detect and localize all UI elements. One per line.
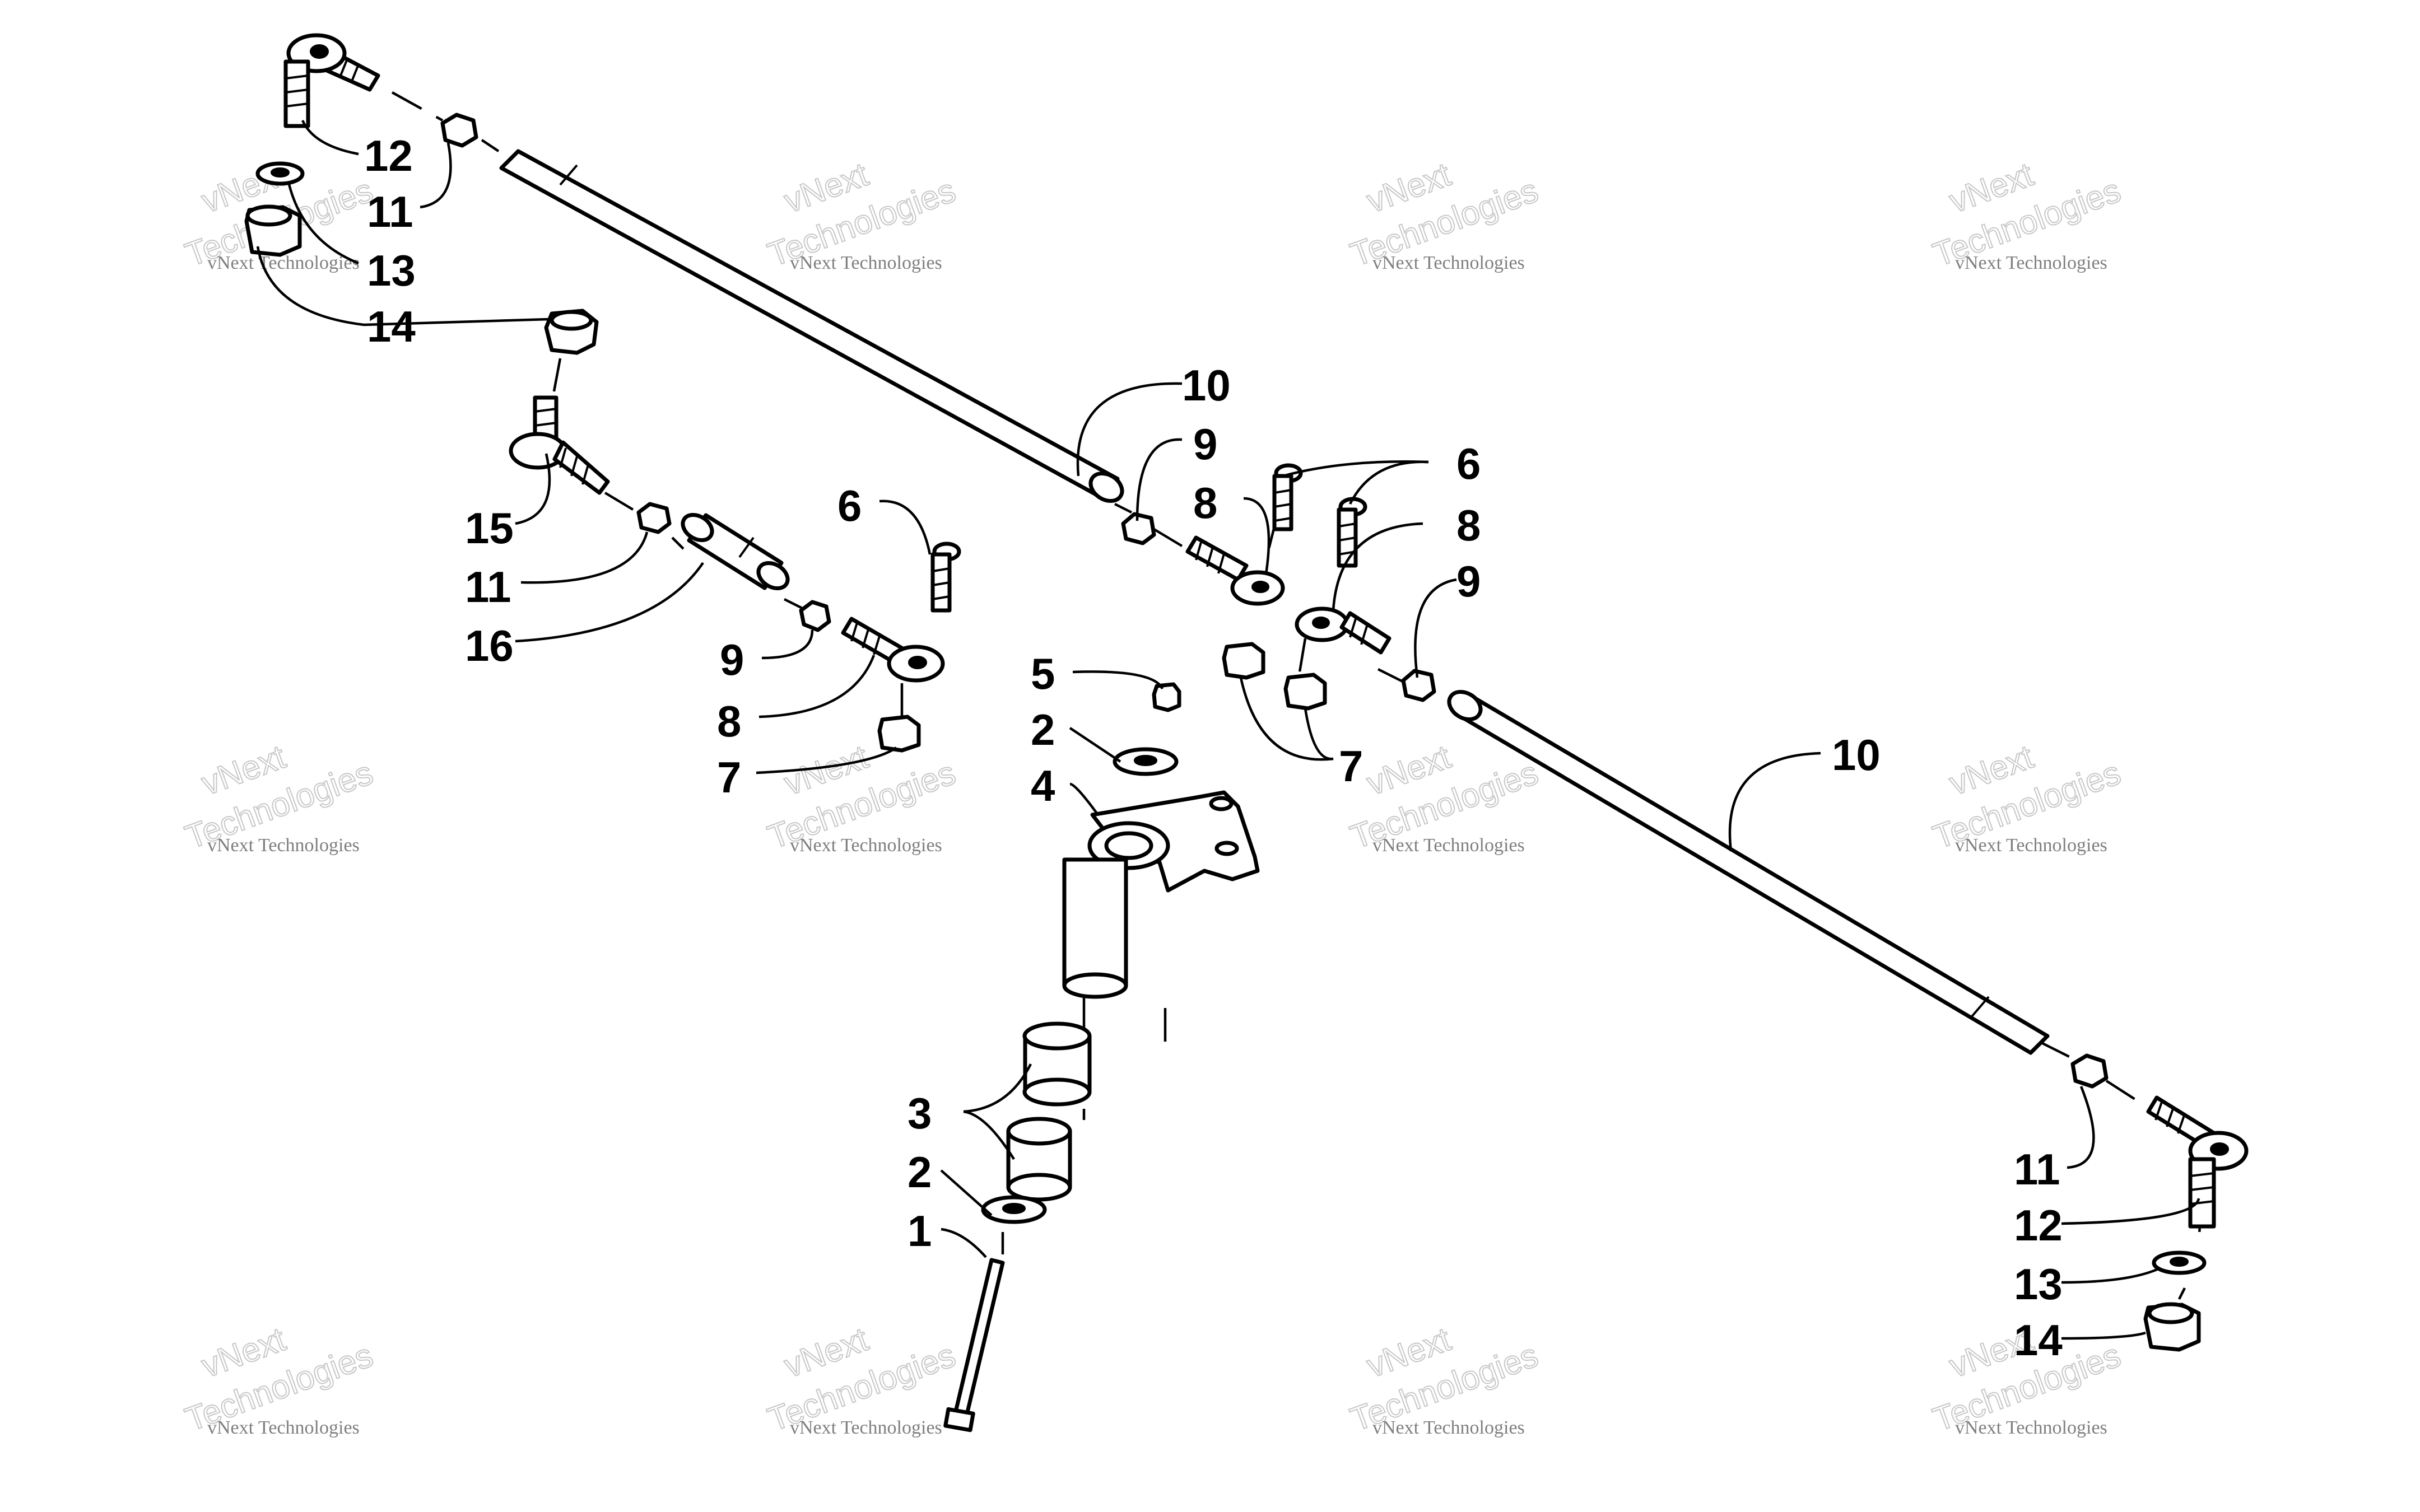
- jam-nut-mid: [636, 502, 672, 534]
- tie-rod-end-center-left: [1185, 535, 1285, 606]
- watermark-text: vNext Technologies: [790, 253, 942, 273]
- lock-nut-top: [244, 204, 302, 257]
- leader-lines: [256, 120, 2200, 1340]
- watermark-text: vNext Technologies: [790, 835, 942, 856]
- watermark-text: vNext Technologies: [1955, 835, 2107, 856]
- callout-11-bottom: 11: [2014, 1145, 2060, 1194]
- callout-11-mid: 11: [465, 562, 511, 612]
- jam-nut-bottom: [2070, 1053, 2109, 1089]
- washer-top: [255, 161, 305, 186]
- watermark-tile: vNext Technologies: [762, 155, 961, 274]
- tie-rod-end-15: [509, 395, 610, 495]
- watermark-text: vNext Technologies: [1955, 253, 2107, 273]
- callout-6-right: 6: [1456, 439, 1481, 488]
- watermark-text: vNext Technologies: [1955, 1417, 2107, 1438]
- watermark-tile: vNext Technologies: [762, 1319, 961, 1439]
- watermark-tile: vNext Technologies: [1928, 737, 2126, 856]
- watermark-text: vNext Technologies: [1372, 1417, 1525, 1438]
- pivot-bolt-1: [943, 1258, 1005, 1432]
- callout-4: 4: [1031, 761, 1055, 810]
- callout-9-right: 9: [1456, 557, 1481, 606]
- callout-8-left: 8: [717, 697, 741, 746]
- tie-rod-end-bottom-right: [2146, 1095, 2249, 1229]
- jam-nut-center-right-9: [1401, 669, 1436, 702]
- callout-7-left: 7: [717, 753, 741, 802]
- flange-nut-center-left: [1222, 642, 1265, 680]
- callout-15: 15: [465, 503, 514, 553]
- callout-16: 16: [465, 621, 514, 670]
- callout-13-bottom: 13: [2014, 1259, 2063, 1309]
- callout-10-upper: 10: [1182, 361, 1231, 410]
- callout-1: 1: [908, 1206, 932, 1256]
- tie-rod-lower: [1447, 689, 2050, 1055]
- flange-nut-center-right: [1283, 673, 1327, 711]
- watermark-text: vNext Technologies: [207, 1417, 360, 1438]
- callout-9-left: 9: [720, 635, 744, 684]
- washer-2-upper: [1113, 747, 1179, 776]
- bushing-3-lower: [1006, 1117, 1072, 1202]
- callout-8-upper: 8: [1193, 478, 1217, 528]
- callout-9-upper: 9: [1193, 419, 1217, 469]
- flange-nut-left: [877, 715, 921, 753]
- nut-5: [1152, 682, 1181, 712]
- jam-nut-top: [440, 113, 478, 148]
- watermark-text: vNext Technologies: [790, 1417, 942, 1438]
- callout-7-right: 7: [1339, 741, 1363, 791]
- callout-11-top: 11: [367, 187, 413, 236]
- tie-rod-end-left: [841, 617, 945, 683]
- bolt-center-left: [1272, 463, 1303, 531]
- tie-rod-upper: [499, 149, 1124, 503]
- callout-2-lower: 2: [908, 1147, 932, 1197]
- watermark-text: vNext Technologies: [1372, 253, 1525, 273]
- callout-6-left: 6: [837, 481, 862, 530]
- callout-14-top: 14: [367, 302, 416, 351]
- watermark-tile: vNext Technologies: [1345, 1319, 1543, 1439]
- callout-10-lower: 10: [1832, 730, 1881, 780]
- pivot-bracket-4: [1062, 790, 1260, 999]
- callout-12-bottom: 12: [2014, 1201, 2063, 1250]
- bushing-3-upper: [1022, 1021, 1092, 1107]
- watermark-grid: vNext Technologies vNext Technologies vN…: [180, 155, 2126, 1439]
- watermark-tile: vNext Technologies: [762, 737, 961, 856]
- callout-5: 5: [1031, 649, 1055, 698]
- watermark-text: vNext Technologies: [1372, 835, 1525, 856]
- washer-2-lower: [981, 1195, 1047, 1224]
- adjuster-sleeve-16: [681, 512, 790, 591]
- callout-8-right: 8: [1456, 501, 1481, 550]
- callout-labels: 12 11 13 14 15 11 16 6 9 8 7 10 9 8 6 8 …: [364, 131, 2063, 1365]
- callout-3: 3: [908, 1089, 932, 1138]
- watermark-text: vNext Technologies: [207, 835, 360, 856]
- washer-bottom: [2152, 1250, 2207, 1275]
- watermark-tile: vNext Technologies: [1345, 155, 1543, 274]
- bolt-left: [930, 542, 961, 613]
- callout-13-top: 13: [367, 246, 416, 295]
- callout-2-upper: 2: [1031, 705, 1055, 754]
- tie-rod-end-top-left: [283, 33, 380, 128]
- watermark-tile: vNext Technologies: [180, 737, 378, 856]
- tie-rod-end-center-right: [1295, 606, 1392, 655]
- lock-nut-mid: [544, 309, 599, 355]
- lock-nut-bottom: [2143, 1302, 2201, 1352]
- watermark-tile: vNext Technologies: [1928, 155, 2126, 274]
- callout-14-bottom: 14: [2014, 1315, 2063, 1365]
- jam-nut-left: [799, 600, 831, 632]
- watermark-text: vNext Technologies: [207, 253, 360, 273]
- watermark-tile: vNext Technologies: [180, 1319, 378, 1439]
- callout-12-top: 12: [364, 131, 413, 180]
- jam-nut-center-9: [1121, 512, 1156, 545]
